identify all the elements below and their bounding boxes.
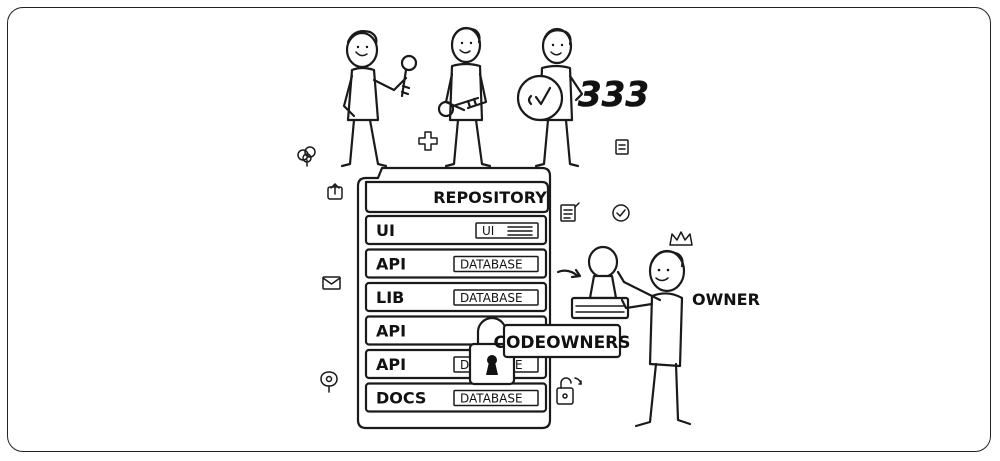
row-tag: DATABASE: [460, 291, 523, 305]
repository-header: REPOSITORY: [364, 180, 550, 214]
person-holding-key: [437, 26, 492, 168]
repository-title: REPOSITORY: [433, 188, 547, 207]
repository-row: UI UI: [364, 214, 548, 246]
row-name: DOCS: [376, 389, 426, 408]
row-tag: DATABASE: [460, 258, 523, 272]
row-tag: DATABASE: [460, 392, 523, 406]
crown-icon: [669, 231, 693, 246]
repository-row: DOCS DATABASE: [364, 382, 548, 413]
badge-number: 333: [578, 75, 649, 115]
row-tag-box: [453, 389, 539, 407]
row-name: LIB: [376, 288, 404, 307]
notes-icon: [560, 202, 580, 222]
tree-icon: [297, 146, 316, 167]
row-name: API: [376, 255, 406, 274]
row-name: API: [376, 355, 406, 374]
person-with-check-badge: 333: [516, 27, 649, 168]
check-circle-icon: [612, 204, 630, 222]
pin-icon: [320, 371, 338, 393]
check-badge-icon: [516, 74, 564, 122]
owner-label: OWNER: [692, 290, 760, 309]
key-icon: [400, 54, 418, 98]
approval-stamp-icon: [556, 245, 630, 320]
unlock-icon: [556, 377, 582, 405]
row-name: API: [376, 322, 406, 341]
codeowners-label: CODEOWNERS: [493, 323, 631, 359]
repository-row: LIB DATABASE: [364, 281, 548, 313]
repository-row: API DATABASE: [364, 248, 548, 279]
mail-icon: [322, 276, 341, 290]
person-with-key: [340, 30, 418, 168]
row-tag-box: [453, 255, 539, 273]
row-tag-box: [453, 289, 539, 306]
row-name: UI: [376, 221, 395, 240]
upload-icon: [327, 183, 343, 200]
document-icon: [615, 139, 629, 155]
plus-icon: [418, 131, 438, 151]
key-icon: [437, 96, 480, 118]
codeowners-text: CODEOWNERS: [493, 333, 630, 353]
owner-person: [616, 249, 692, 428]
row-tag: UI: [482, 224, 494, 238]
